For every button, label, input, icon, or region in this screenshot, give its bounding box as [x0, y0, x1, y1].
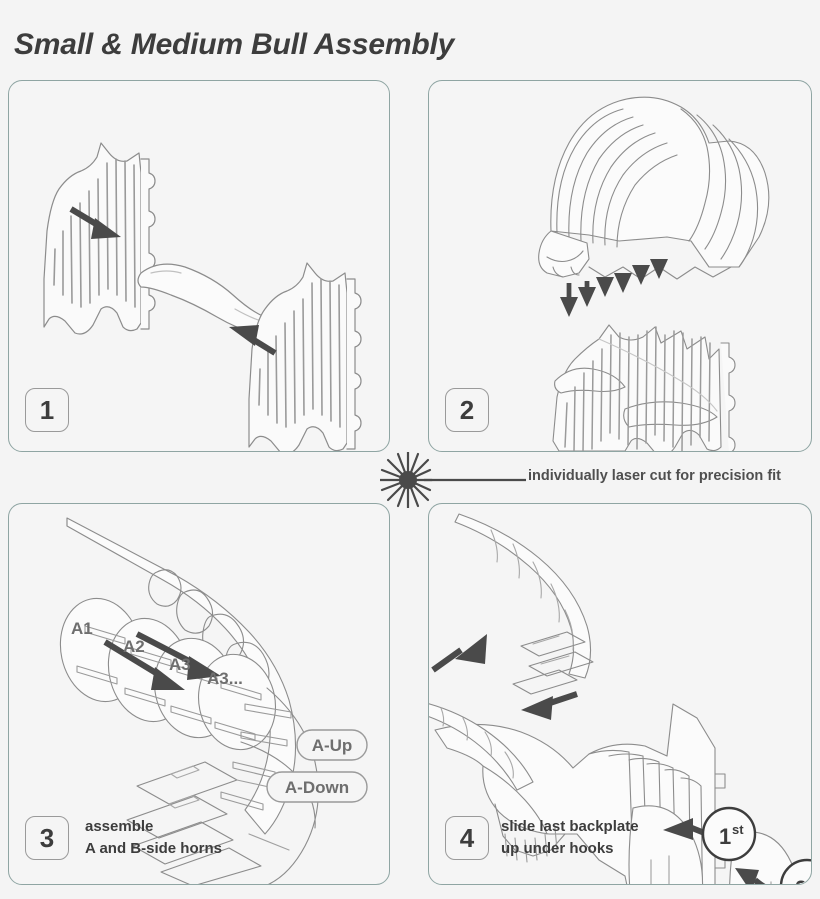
laser-annotation-text: individually laser cut for precision fit	[528, 468, 781, 484]
step-caption-3: assemble A and B-side horns	[85, 818, 222, 857]
step-panel-1: 1	[8, 80, 390, 452]
tab-label-a-down: A-Down	[285, 778, 349, 797]
step-panel-4: 1 st 2 nd 4 slide last backplate up unde…	[428, 503, 812, 885]
step-number-badge-2: 2	[445, 388, 489, 432]
segment-label-a1: A1	[71, 619, 93, 638]
segment-label-a3-more: A3...	[207, 669, 243, 688]
order-badge-2-number: 2	[795, 876, 807, 884]
segment-label-a3: A3	[169, 655, 191, 674]
order-badge-1-circle	[701, 806, 757, 862]
step-number-badge-1: 1	[25, 388, 69, 432]
step-number-badge-4: 4	[445, 816, 489, 860]
order-badge-1-number: 1	[719, 824, 731, 849]
laser-burst-icon	[380, 452, 526, 508]
step-number-badge-3: 3	[25, 816, 69, 860]
step-panel-2: 2	[428, 80, 812, 452]
step-caption-4: slide last backplate up under hooks	[501, 818, 639, 857]
step-panel-3: A1 A2 A3 A3... A-Up A-Down 3 assemble A …	[8, 503, 390, 885]
laser-annotation: individually laser cut for precision fit	[380, 452, 820, 508]
segment-label-a2: A2	[123, 637, 145, 656]
order-badge-2-suffix: nd	[809, 874, 811, 884]
page-title: Small & Medium Bull Assembly	[14, 28, 455, 61]
tab-label-a-up: A-Up	[312, 736, 353, 755]
order-badge-2-circle	[779, 858, 811, 884]
order-badge-1-suffix: st	[732, 822, 744, 837]
